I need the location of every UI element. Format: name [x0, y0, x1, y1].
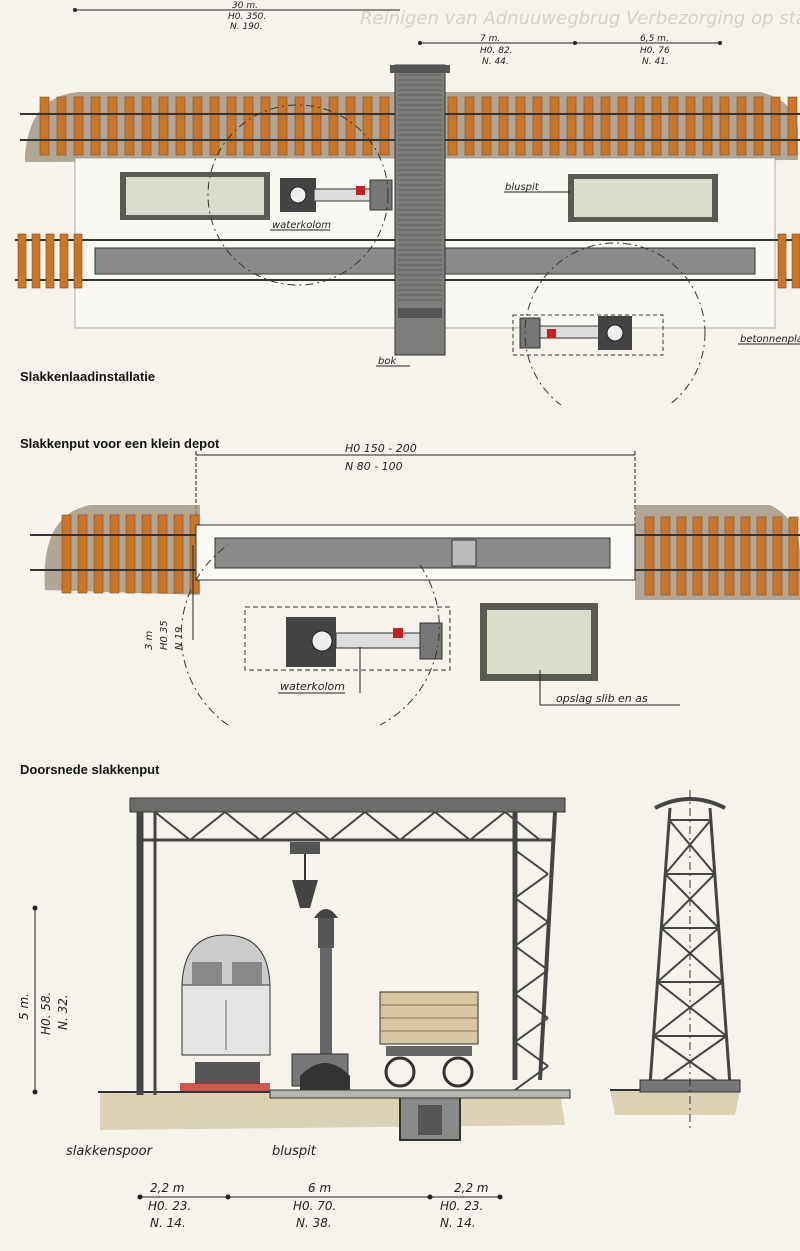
label-waterkolom-top: waterkolom — [272, 220, 331, 231]
middle-sleepers-right — [644, 516, 799, 596]
bottom-dim-1-ho: H0. 23. — [148, 1199, 191, 1213]
middle-sleepers-left — [61, 514, 200, 594]
label-waterkolom-middle: waterkolom — [280, 680, 345, 693]
dim-total-n: N. 190. — [230, 22, 263, 32]
small-depot-slag-pit-plan: H0 150 - 200 N 80 - 100 3 m H0 35 N 19 — [0, 405, 800, 730]
height-dim-n: N. 32. — [56, 994, 70, 1030]
slag-loading-plan: Reinigen van Adnuuwegbrug Verbezorging o… — [0, 0, 800, 405]
middle-side-dim-ho: H0 35 — [159, 620, 170, 650]
bottom-dim-3-ho: H0. 23. — [440, 1199, 483, 1213]
water-column-elevation — [291, 909, 350, 1090]
section-title-bottom: Doorsnede slakkenput — [20, 762, 160, 777]
bottom-dim-3-n: N. 14. — [440, 1216, 476, 1230]
label-bluspit-top: bluspit — [505, 182, 540, 193]
bottom-dim-2-n: N. 38. — [296, 1216, 332, 1230]
dim-total-length: 30 m. — [232, 1, 258, 11]
dim-left-length: 7 m. — [480, 34, 500, 44]
gantry-crane — [129, 797, 566, 1095]
dim-left-n: N. 44. — [482, 57, 509, 67]
grab-bucket — [292, 880, 318, 908]
height-dim-ho: H0. 58. — [39, 992, 53, 1035]
locomotive — [180, 934, 271, 1091]
dim-right-n: N. 41. — [642, 57, 669, 67]
label-betonnenplaat: betonnenplaa — [740, 334, 800, 345]
slag-pit-cross-section: 5 m. H0. 58. N. 32. slakkenspoor bluspit… — [0, 730, 800, 1251]
bottom-dim-1-len: 2,2 m — [150, 1181, 185, 1195]
height-dim-len: 5 m. — [17, 993, 31, 1020]
dim-right-ho: H0. 76 — [640, 46, 670, 56]
bottom-dim-1-n: N. 14. — [150, 1216, 186, 1230]
small-slag-pit — [214, 537, 611, 569]
bottom-dim-2-ho: H0. 70. — [293, 1199, 336, 1213]
section-title-middle: Slakkenput voor een klein depot — [20, 436, 220, 451]
middle-dim-n: N 80 - 100 — [345, 460, 403, 473]
bottom-dim-3-len: 2,2 m — [454, 1181, 489, 1195]
lower-track-sleepers-right — [777, 233, 800, 289]
water-column-base-right — [519, 317, 541, 349]
middle-side-dim-n: N 19 — [174, 627, 185, 650]
dim-right-length: 6,5 m. — [640, 34, 669, 44]
lower-track-sleepers-left — [17, 233, 83, 289]
section-title-top: Slakkenlaadinstallatie — [20, 369, 156, 384]
middle-dim-ho: H0 150 - 200 — [345, 442, 417, 455]
bottom-dim-2-len: 6 m — [308, 1181, 331, 1195]
middle-side-dim-len: 3 m — [144, 630, 155, 650]
dim-left-ho: H0. 82. — [480, 46, 513, 56]
dim-total-ho: H0. 350. — [228, 12, 266, 22]
label-bok: bok — [378, 356, 397, 367]
slag-wagon — [379, 991, 479, 1088]
label-slakkenspoor: slakkenspoor — [66, 1144, 154, 1159]
faint-heading-text: Reinigen van Adnuuwegbrug Verbezorging o… — [360, 8, 800, 29]
label-bluspit-bottom: bluspit — [272, 1144, 317, 1159]
label-opslag: opslag slib en as — [556, 692, 648, 705]
upper-track-sleepers — [39, 96, 798, 156]
